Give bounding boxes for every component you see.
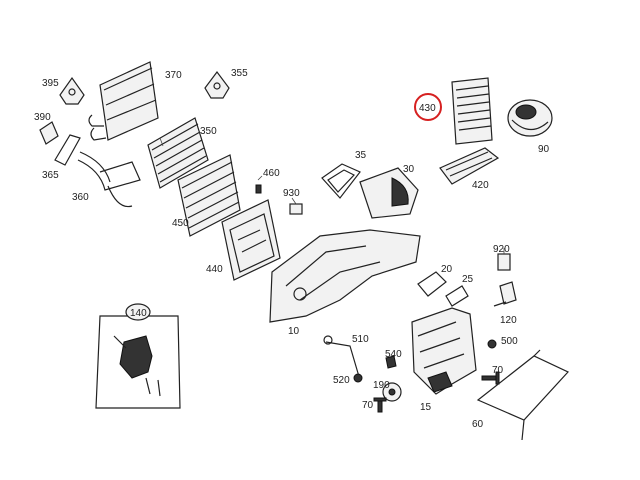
label-500: 500	[501, 336, 518, 347]
label-430: 430	[419, 103, 436, 114]
part-460-screw[interactable]	[255, 175, 263, 194]
label-190: 190	[373, 380, 390, 391]
label-510: 510	[352, 334, 369, 345]
part-440-frame[interactable]	[221, 199, 281, 281]
label-390: 390	[34, 112, 51, 123]
part-120-valve[interactable]	[493, 281, 517, 307]
label-365: 365	[42, 170, 59, 181]
part-140-actuator[interactable]	[113, 335, 161, 397]
part-930-connector[interactable]	[289, 197, 303, 215]
label-540: 540	[385, 349, 402, 360]
label-20: 20	[441, 264, 453, 275]
part-35-gasket[interactable]	[321, 163, 361, 199]
part-25-gasket[interactable]	[445, 285, 469, 307]
label-35: 35	[355, 150, 367, 161]
label-350: 350	[200, 126, 217, 137]
part-70-screw-left[interactable]	[373, 397, 387, 413]
label-140: 140	[130, 308, 147, 319]
part-10-hvac-housing[interactable]	[269, 229, 421, 323]
part-20-gasket[interactable]	[417, 271, 447, 297]
part-540-clip[interactable]	[385, 355, 397, 369]
inset-140	[95, 303, 181, 409]
label-520: 520	[333, 375, 350, 386]
part-430-cabin-filter[interactable]	[451, 77, 493, 145]
part-365-seal[interactable]	[54, 134, 81, 166]
part-60-panel[interactable]	[476, 349, 569, 441]
part-450-element[interactable]	[177, 154, 241, 237]
label-395: 395	[42, 78, 59, 89]
part-370-evaporator[interactable]	[88, 61, 159, 141]
label-70-right: 70	[492, 365, 504, 376]
label-355: 355	[231, 68, 248, 79]
label-450: 450	[172, 218, 189, 229]
part-190-gear[interactable]	[382, 382, 402, 402]
part-30-blower-housing[interactable]	[359, 167, 419, 219]
part-15-lower-housing[interactable]	[411, 307, 477, 395]
label-25: 25	[462, 274, 474, 285]
label-370: 370	[165, 70, 182, 81]
part-360-pipes[interactable]	[77, 151, 141, 208]
label-70-left: 70	[362, 400, 374, 411]
label-10: 10	[288, 326, 300, 337]
part-90-blower-motor[interactable]	[507, 99, 553, 137]
label-420: 420	[472, 180, 489, 191]
label-440: 440	[206, 264, 223, 275]
part-350-heater-core[interactable]	[147, 117, 209, 189]
label-460: 460	[263, 168, 280, 179]
part-390-clip[interactable]	[39, 121, 59, 145]
label-60: 60	[472, 419, 484, 430]
part-500-nut[interactable]	[487, 339, 497, 349]
label-920: 920	[493, 244, 510, 255]
part-520-nut[interactable]	[353, 373, 363, 383]
part-510-rod[interactable]	[323, 335, 361, 381]
part-920-sensor[interactable]	[497, 248, 511, 271]
label-930: 930	[283, 188, 300, 199]
label-90: 90	[538, 144, 550, 155]
part-395-bracket[interactable]	[59, 76, 85, 105]
label-30: 30	[403, 164, 415, 175]
highlight-circle-430	[414, 93, 442, 121]
label-120: 120	[500, 315, 517, 326]
label-15: 15	[420, 402, 432, 413]
part-355-bracket[interactable]	[204, 71, 230, 99]
part-420-filter-cover[interactable]	[439, 147, 500, 185]
label-360: 360	[72, 192, 89, 203]
